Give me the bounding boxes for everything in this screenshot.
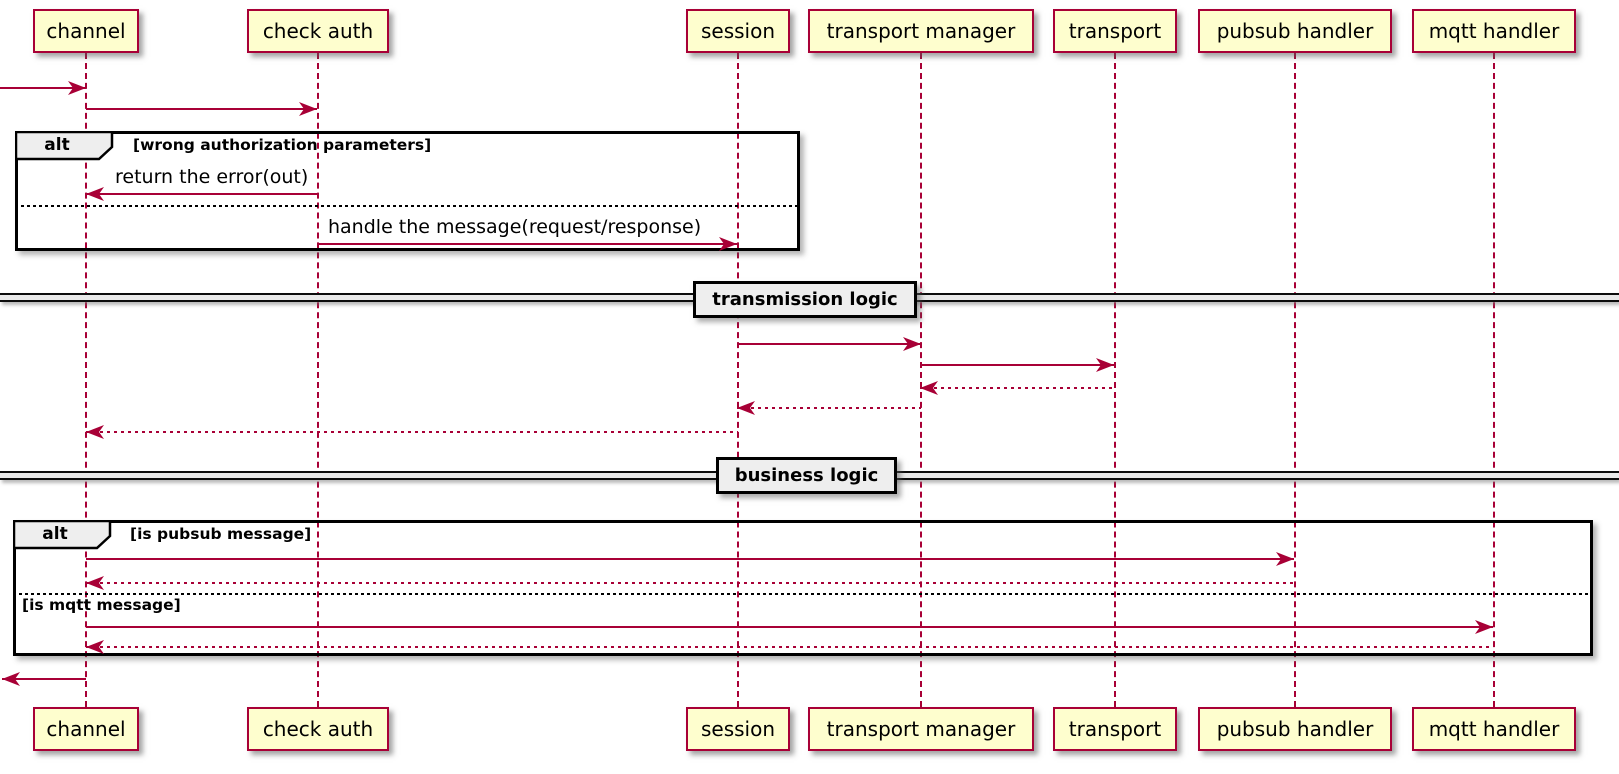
participant-label: transport [1068,19,1162,43]
alt-frame-message-type [13,520,1593,656]
participant-label: channel [46,717,126,741]
arrowhead-right-icon [68,81,86,95]
arrowhead-left-icon [86,640,104,654]
arrowhead-left-icon [737,401,755,415]
participant-box-channel-top: channel [33,9,139,53]
message-arrow-pubsub-handler-to-channel-return [86,575,1294,591]
lifeline-check-auth [317,53,319,707]
message-arrow-mqtt-handler-to-channel-return [86,639,1493,655]
alt-frame-auth [15,131,800,251]
message-arrow-transport-manager-to-session-return [737,400,921,416]
participant-label: mqtt handler [1428,19,1560,43]
participant-label: session [700,717,776,741]
participant-box-pubsub-handler-top: pubsub handler [1198,9,1392,53]
lifeline-pubsub-handler [1294,53,1296,707]
message-label-handle-message: handle the message(request/response) [328,216,702,238]
message-arrow-session-to-channel-return [86,424,738,440]
arrowhead-right-icon [1475,620,1493,634]
participant-label: pubsub handler [1216,19,1374,43]
participant-box-transport-manager-bottom: transport manager [808,707,1034,751]
arrowhead-right-icon [1276,552,1294,566]
divider-transmission-logic: transmission logic [693,281,917,318]
participant-box-check-auth-bottom: check auth [247,707,389,751]
arrowhead-right-icon [1096,358,1114,372]
alt-condition-wrong-auth: [wrong authorization parameters] [133,136,432,154]
alt-else-separator [15,205,800,207]
alt-else-separator [13,593,1593,595]
alt-operator-label: alt [42,524,68,544]
participant-label: transport [1068,717,1162,741]
lifeline-session [737,53,739,707]
lifeline-transport [1114,53,1116,707]
message-label-return-error: return the error(out) [115,166,309,188]
participant-box-mqtt-handler-top: mqtt handler [1412,9,1576,53]
participant-box-session-top: session [686,9,790,53]
message-arrow-session-to-transport-manager [737,336,921,352]
participant-box-check-auth-top: check auth [247,9,389,53]
participant-box-channel-bottom: channel [33,707,139,751]
participant-box-transport-manager-top: transport manager [808,9,1034,53]
arrowhead-left-icon [86,576,104,590]
participant-box-mqtt-handler-bottom: mqtt handler [1412,707,1576,751]
arrowhead-left-icon [2,672,20,686]
participant-box-transport-bottom: transport [1053,707,1177,751]
alt-operator-pentagon [15,131,114,161]
participant-label: pubsub handler [1216,717,1374,741]
message-arrow-channel-to-pubsub-handler [86,551,1294,567]
participant-label: transport manager [826,19,1016,43]
alt-condition-mqtt: [is mqtt message] [22,596,181,614]
participant-label: check auth [262,19,374,43]
participant-label: mqtt handler [1428,717,1560,741]
arrowhead-left-icon [86,425,104,439]
participant-label: session [700,19,776,43]
message-arrow-channel-to-lost [2,671,86,687]
message-arrow-channel-to-mqtt-handler [86,619,1493,635]
alt-operator-pentagon [13,520,112,550]
message-arrow-channel-to-check-auth [86,101,317,117]
participant-box-pubsub-handler-bottom: pubsub handler [1198,707,1392,751]
participant-label: check auth [262,717,374,741]
alt-condition-pubsub: [is pubsub message] [130,525,312,543]
message-arrow-check-auth-to-session [317,236,737,252]
arrowhead-left-icon [920,381,938,395]
message-arrow-transport-manager-to-transport [920,357,1114,373]
lifeline-channel [85,53,87,707]
lifeline-mqtt-handler [1493,53,1495,707]
participant-label: channel [46,19,126,43]
arrowhead-left-icon [86,187,104,201]
arrowhead-right-icon [903,337,921,351]
alt-operator-label: alt [44,135,70,155]
message-arrow-found-to-channel [0,80,86,96]
participant-label: transport manager [826,717,1016,741]
message-arrow-check-auth-to-channel [86,186,317,202]
divider-business-logic: business logic [716,457,897,494]
arrowhead-right-icon [719,237,737,251]
lifeline-transport-manager [920,53,922,707]
participant-box-transport-top: transport [1053,9,1177,53]
arrowhead-right-icon [299,102,317,116]
message-arrow-transport-to-transport-manager-return [920,380,1114,396]
participant-box-session-bottom: session [686,707,790,751]
